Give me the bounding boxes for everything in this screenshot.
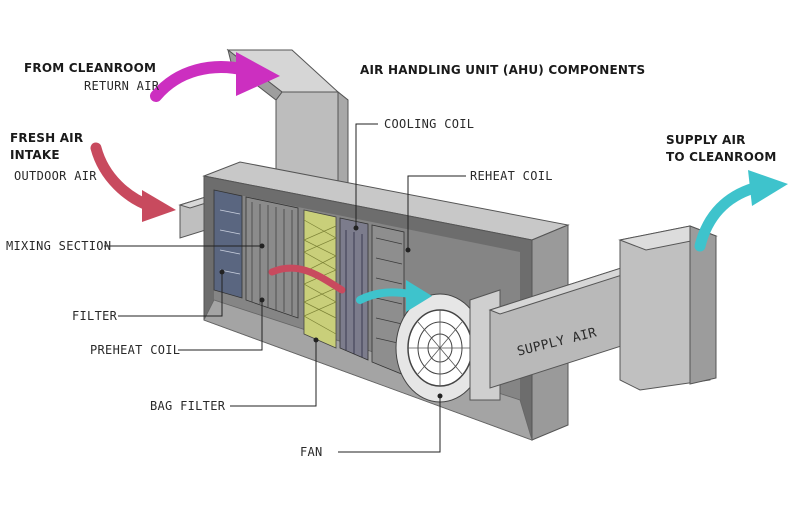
supply-air-heading-1: SUPPLY AIR xyxy=(666,133,746,147)
leader-dot-bag xyxy=(313,337,319,343)
label-bag-filter: BAG FILTER xyxy=(150,399,226,413)
label-fan: FAN xyxy=(300,445,323,459)
label-cooling-coil: COOLING COIL xyxy=(384,117,475,131)
diagram-title: AIR HANDLING UNIT (AHU) COMPONENTS xyxy=(360,63,646,77)
leader-fan xyxy=(338,396,441,453)
leader-preheat-coil xyxy=(178,300,263,351)
leader-dot-mixing xyxy=(259,243,265,249)
filter-panel xyxy=(213,189,243,299)
leader-reheat-coil xyxy=(407,175,466,250)
leader-dot-fan xyxy=(437,393,443,399)
fresh-air-heading-2: INTAKE xyxy=(10,148,60,162)
leader-dot-filter xyxy=(219,269,225,275)
supply-air-arrow xyxy=(694,182,760,252)
return-air-arrow xyxy=(150,61,252,102)
return-air-heading: FROM CLEANROOM xyxy=(24,61,157,75)
fresh-air-sub: OUTDOOR AIR xyxy=(14,169,97,183)
return-air-arrowhead xyxy=(236,52,280,96)
supply-air-heading-2: TO CLEANROOM xyxy=(666,150,777,164)
leader-dot-reheat xyxy=(405,247,411,253)
fresh-air-heading-1: FRESH AIR xyxy=(10,131,84,145)
leader-cooling-coil xyxy=(355,123,378,228)
label-mixing-section: MIXING SECTION xyxy=(6,239,112,253)
leader-filter xyxy=(118,272,223,317)
return-air-sub: RETURN AIR xyxy=(84,79,160,93)
conditioned-air-arrowhead xyxy=(406,280,432,312)
label-preheat-coil: PREHEAT COIL xyxy=(90,343,181,357)
preheat-coil xyxy=(245,196,299,319)
supply-air-arrowhead xyxy=(748,170,788,206)
label-filter: FILTER xyxy=(72,309,118,323)
leader-dot-cooling xyxy=(353,225,359,231)
fresh-air-arrowhead xyxy=(142,190,176,222)
leader-bag-filter xyxy=(230,340,317,407)
fresh-air-arrow xyxy=(90,142,156,212)
supply-air-duct xyxy=(488,225,718,391)
leader-dot-preheat xyxy=(259,297,265,303)
mixed-air-flow-arrow xyxy=(268,264,346,294)
label-reheat-coil: REHEAT COIL xyxy=(470,169,553,183)
